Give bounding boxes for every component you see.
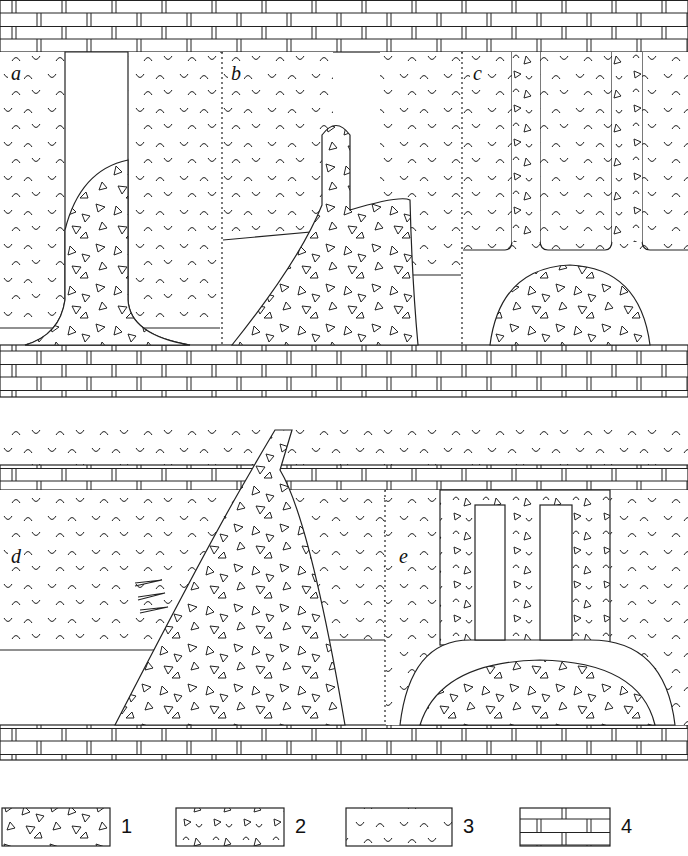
- legend-number: 1: [118, 815, 135, 837]
- panel-letter: e: [396, 545, 411, 567]
- legend-number: 3: [460, 815, 477, 837]
- legend-number: 2: [292, 815, 309, 837]
- panel-letter: b: [228, 62, 244, 84]
- panel-letter: a: [8, 62, 24, 84]
- panel-letter: c: [470, 62, 485, 84]
- legend-number: 4: [618, 815, 635, 837]
- panel-letter: d: [8, 545, 24, 567]
